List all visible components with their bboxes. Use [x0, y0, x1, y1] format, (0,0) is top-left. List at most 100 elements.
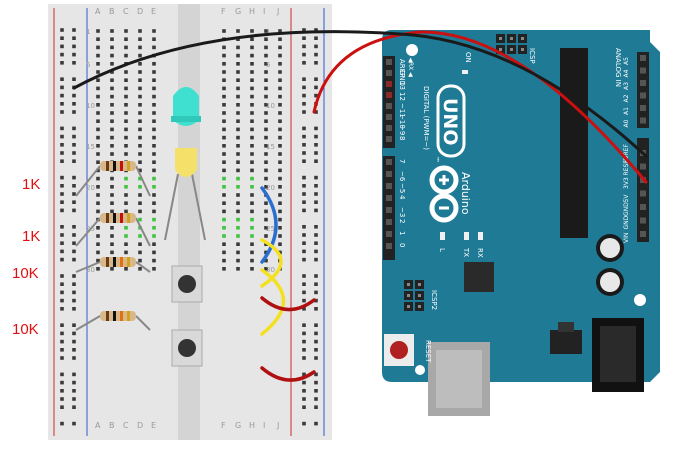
rail-hole — [314, 159, 318, 163]
column-letter: A — [95, 7, 101, 16]
breadboard-hole — [138, 217, 142, 222]
breadboard-hole — [278, 234, 282, 238]
rail-hole — [314, 380, 318, 385]
digital-pin-label: ~3 — [398, 207, 406, 217]
digital-pin — [386, 59, 392, 65]
rail-hole — [314, 421, 318, 426]
digital-pin — [386, 183, 392, 189]
analog-pin-label: A3 — [623, 82, 630, 90]
rail-hole — [60, 339, 64, 344]
breadboard-hole — [124, 242, 128, 246]
push-button-2[interactable] — [171, 329, 203, 367]
breadboard-hole — [124, 152, 128, 156]
rail-hole — [60, 290, 64, 295]
rail-hole — [72, 200, 76, 204]
rail-hole — [314, 36, 318, 40]
rail-hole — [302, 282, 306, 286]
breadboard-hole — [264, 267, 268, 271]
breadboard-hole — [278, 111, 282, 115]
rail-hole — [72, 28, 76, 32]
power-pin-label: GND — [623, 215, 630, 229]
breadboard-hole — [124, 94, 128, 99]
rail-hole — [302, 225, 306, 229]
breadboard-hole — [236, 62, 240, 66]
breadboard-hole — [96, 152, 100, 156]
breadboard-hole — [96, 168, 100, 173]
rail-hole — [72, 175, 76, 180]
breadboard-hole — [236, 234, 240, 238]
analog-pin — [640, 92, 646, 99]
status-led-label: RX — [476, 248, 484, 258]
push-button-1[interactable] — [171, 265, 203, 303]
rail-hole — [302, 348, 306, 352]
breadboard-hole — [138, 45, 142, 50]
icsp-label: ICSP — [528, 48, 536, 64]
analog-pin — [640, 80, 646, 86]
rail-hole — [72, 192, 76, 196]
breadboard-hole — [278, 119, 282, 123]
breadboard-hole — [110, 86, 114, 91]
rail-hole — [60, 159, 64, 163]
breadboard-hole — [138, 176, 142, 181]
breadboard-hole — [278, 37, 282, 41]
breadboard-hole — [278, 127, 282, 132]
breadboard-hole — [124, 267, 128, 271]
digital-pin-label: 12 — [398, 92, 406, 101]
breadboard-hole — [222, 70, 226, 74]
breadboard-hole — [264, 111, 268, 115]
breadboard-hole — [250, 78, 254, 82]
breadboard-hole — [124, 193, 128, 197]
breadboard-hole — [236, 193, 240, 197]
rail-hole — [314, 348, 318, 352]
rail-hole — [302, 323, 306, 327]
breadboard-hole — [250, 258, 254, 263]
reset-label: RESET — [424, 340, 432, 363]
analog-pin-label: A5 — [623, 57, 630, 65]
breadboard-hole — [96, 209, 100, 214]
rail-hole — [314, 282, 318, 286]
rail-hole — [60, 257, 64, 262]
rail-hole — [302, 126, 306, 131]
digital-pin-label: ~6 — [398, 171, 406, 182]
breadboard-hole — [124, 250, 128, 255]
breadboard-hole — [222, 201, 226, 205]
breadboard-hole — [152, 168, 156, 173]
breadboard-hole — [222, 193, 226, 197]
rail-hole — [302, 77, 306, 81]
wire-yellow-upper — [260, 238, 283, 288]
breadboard-hole — [222, 185, 226, 189]
rail-hole — [72, 44, 76, 49]
rail-hole — [314, 323, 318, 327]
rail-hole — [72, 77, 76, 81]
breadboard-hole — [152, 193, 156, 197]
breadboard-hole — [96, 78, 100, 82]
row-number: 1 — [86, 28, 90, 36]
row-number: 5 — [266, 61, 270, 69]
rail-hole — [72, 421, 76, 426]
breadboard-hole — [152, 201, 156, 205]
power-pin-label: GND — [623, 202, 630, 216]
breadboard-hole — [124, 144, 128, 148]
breadboard-hole — [250, 86, 254, 91]
digital-pin — [386, 70, 392, 76]
breadboard-hole — [278, 209, 282, 214]
rail-hole — [60, 175, 64, 180]
row-number: 10 — [266, 102, 275, 110]
analog-pin-holes — [640, 55, 646, 124]
breadboard-hole — [152, 242, 156, 246]
breadboard-hole — [138, 127, 142, 132]
analog-pin — [640, 117, 646, 124]
reset-button-cap[interactable] — [390, 341, 408, 359]
breadboard-hole — [250, 111, 254, 115]
tx-rx-label: RX ◀ — [407, 62, 414, 77]
breadboard-hole — [96, 234, 100, 238]
breadboard-hole — [236, 185, 240, 189]
rail-hole — [72, 339, 76, 344]
breadboard-hole — [152, 258, 156, 263]
rail-hole — [72, 380, 76, 385]
wire-red-5v — [312, 30, 648, 184]
arduino-pcb — [382, 30, 660, 382]
digital-pin — [386, 92, 392, 98]
